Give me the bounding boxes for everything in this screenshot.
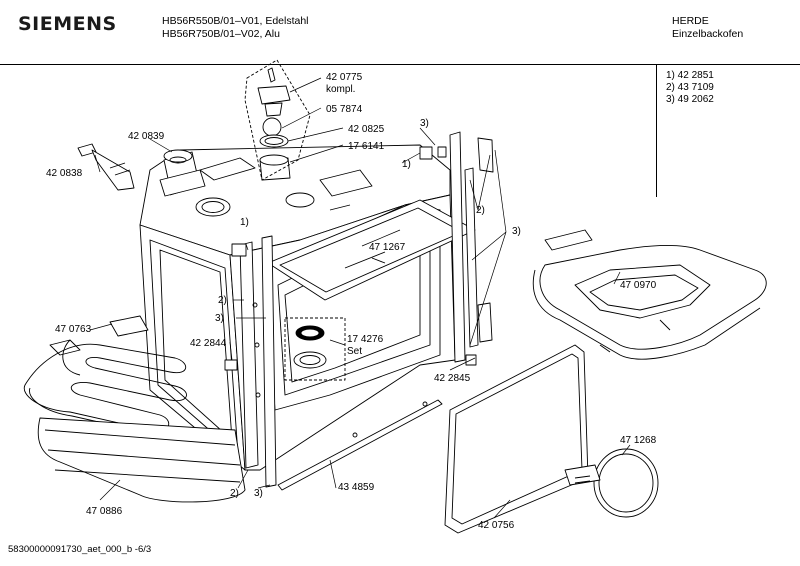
- model-line-1: HB56R550B/01–V01, Edelstahl: [162, 15, 309, 27]
- grill-heating-element: [532, 229, 767, 360]
- label-176141: 17 6141: [348, 141, 385, 152]
- door-handle-rod: [277, 399, 443, 491]
- baking-tray: [37, 417, 246, 503]
- legend-item-1: 1) 42 2851: [666, 70, 714, 81]
- label-470763: 47 0763: [55, 324, 92, 335]
- legend-divider: [656, 65, 657, 197]
- label-420838: 42 0838: [46, 168, 83, 179]
- callout-2-right: 2): [476, 205, 485, 216]
- label-420756: 42 0756: [478, 520, 515, 531]
- category-line-1: HERDE: [672, 15, 709, 27]
- callout-3-left: 3): [215, 313, 224, 324]
- document-id: 58300000091730_aet_000_b -6/3: [8, 544, 152, 555]
- label-422844: 42 2844: [190, 338, 227, 349]
- label-471268: 47 1268: [620, 435, 657, 446]
- label-kompl: kompl.: [326, 84, 356, 95]
- callout-1-left: 1): [240, 217, 249, 228]
- thermostat-assembly: [257, 67, 291, 181]
- label-470970: 47 0970: [620, 280, 657, 291]
- lamp-glass-set: [284, 317, 346, 381]
- label-422845: 42 2845: [434, 373, 471, 384]
- label-470886: 47 0886: [86, 506, 123, 517]
- label-434859: 43 4859: [338, 482, 375, 493]
- legend-item-3: 3) 49 2062: [666, 94, 714, 105]
- leader-lines: [89, 77, 631, 519]
- callout-3-top: 3): [420, 118, 429, 129]
- label-420775: 42 0775: [326, 72, 363, 83]
- label-set: Set: [347, 346, 363, 357]
- legend-item-2: 2) 43 7109: [666, 82, 714, 93]
- lamp-socket: [159, 149, 206, 197]
- left-side-rails: [239, 235, 277, 488]
- ring-heating-element: [564, 448, 659, 518]
- header-divider: [0, 64, 800, 65]
- callout-3-right: 3): [512, 226, 521, 237]
- brand-logo: SIEMENS: [18, 13, 117, 35]
- callout-2-left: 2): [218, 295, 227, 306]
- callout-1-right: 1): [402, 159, 411, 170]
- assembly-outline: [244, 59, 311, 181]
- model-line-2: HB56R750B/01–V02, Alu: [162, 28, 280, 40]
- connector-plug: [77, 143, 135, 191]
- label-420839: 42 0839: [128, 131, 165, 142]
- label-420825: 42 0825: [348, 124, 385, 135]
- callout-2-bottom: 2): [230, 488, 239, 499]
- label-057874: 05 7874: [326, 104, 363, 115]
- label-471267: 47 1267: [369, 242, 406, 253]
- category-line-2: Einzelbackofen: [672, 28, 744, 40]
- right-side-rails: [449, 131, 494, 363]
- label-174276: 17 4276: [347, 334, 384, 345]
- callout-3-bottom: 3): [254, 488, 263, 499]
